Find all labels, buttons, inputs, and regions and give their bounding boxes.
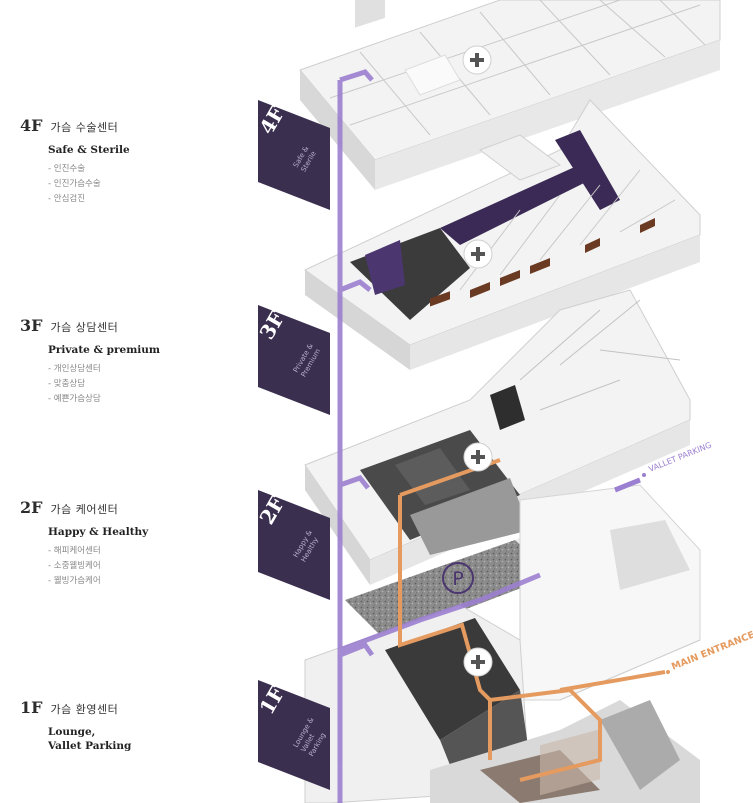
- floor-info-4f: 4F 가슴 수술센터 Safe & Sterile 인진수술 인진가슴수술 안심검…: [20, 116, 130, 207]
- floor-info-2f: 2F 가슴 케어센터 Happy & Healthy 해피케어센터 소중웰빙케어 …: [20, 498, 148, 589]
- floor-title: 가슴 상담센터: [50, 321, 119, 334]
- plus-marker-4f: [462, 45, 492, 75]
- floor-number: 3F: [20, 316, 43, 335]
- floor-info-3f: 3F 가슴 상담센터 Private & premium 개인상담센터 맞춤상담 …: [20, 316, 160, 407]
- floor-4-block: [299, 0, 721, 190]
- plus-marker-3f: [463, 239, 493, 269]
- service-item: 안심검진: [48, 192, 130, 207]
- service-item: 예쁜가슴상담: [48, 392, 160, 407]
- plus-marker-2f: [463, 442, 493, 472]
- floor-info-1f: 1F 가슴 환영센터 Lounge, Vallet Parking: [20, 698, 131, 758]
- service-item: 개인상담센터: [48, 362, 160, 377]
- floor-title: 가슴 수술센터: [50, 121, 119, 134]
- service-item: 웰빙가슴케어: [48, 574, 148, 589]
- parking-icon: P: [442, 562, 474, 594]
- floor-services: 인진수술 인진가슴수술 안심검진: [48, 162, 130, 207]
- floor-number: 1F: [20, 698, 43, 717]
- floor-title: 가슴 환영센터: [50, 703, 119, 716]
- floor-tag-3f: 3F Private &Premium: [255, 305, 330, 415]
- floor-subtitle: Private & premium: [48, 344, 161, 356]
- service-item: 인진가슴수술: [48, 177, 130, 192]
- floor-services: 개인상담센터 맞춤상담 예쁜가슴상담: [48, 362, 160, 407]
- floor-subtitle: Happy & Healthy: [48, 526, 149, 538]
- purple-route: [337, 69, 541, 803]
- floor-number: 2F: [20, 498, 43, 517]
- parking-symbol: P: [452, 568, 463, 590]
- floor-title: 가슴 케어센터: [50, 503, 119, 516]
- service-item: 해피케어센터: [48, 544, 148, 559]
- service-item: 맞춤상담: [48, 377, 160, 392]
- floor-number: 4F: [20, 116, 43, 135]
- floor-subtitle: Lounge, Vallet Parking: [48, 726, 132, 752]
- floor-tag-1f: 1F Lounge &ValletParking: [255, 680, 330, 790]
- floor-subtitle: Safe & Sterile: [48, 144, 130, 156]
- service-item: 인진수술: [48, 162, 130, 177]
- floor-services: 해피케어센터 소중웰빙케어 웰빙가슴케어: [48, 544, 148, 589]
- floor-3-block: [304, 99, 701, 370]
- floor-1-block: [304, 604, 700, 803]
- service-item: 소중웰빙케어: [48, 559, 148, 574]
- vallet-arrow: [614, 477, 641, 493]
- plus-marker-1f: [463, 647, 493, 677]
